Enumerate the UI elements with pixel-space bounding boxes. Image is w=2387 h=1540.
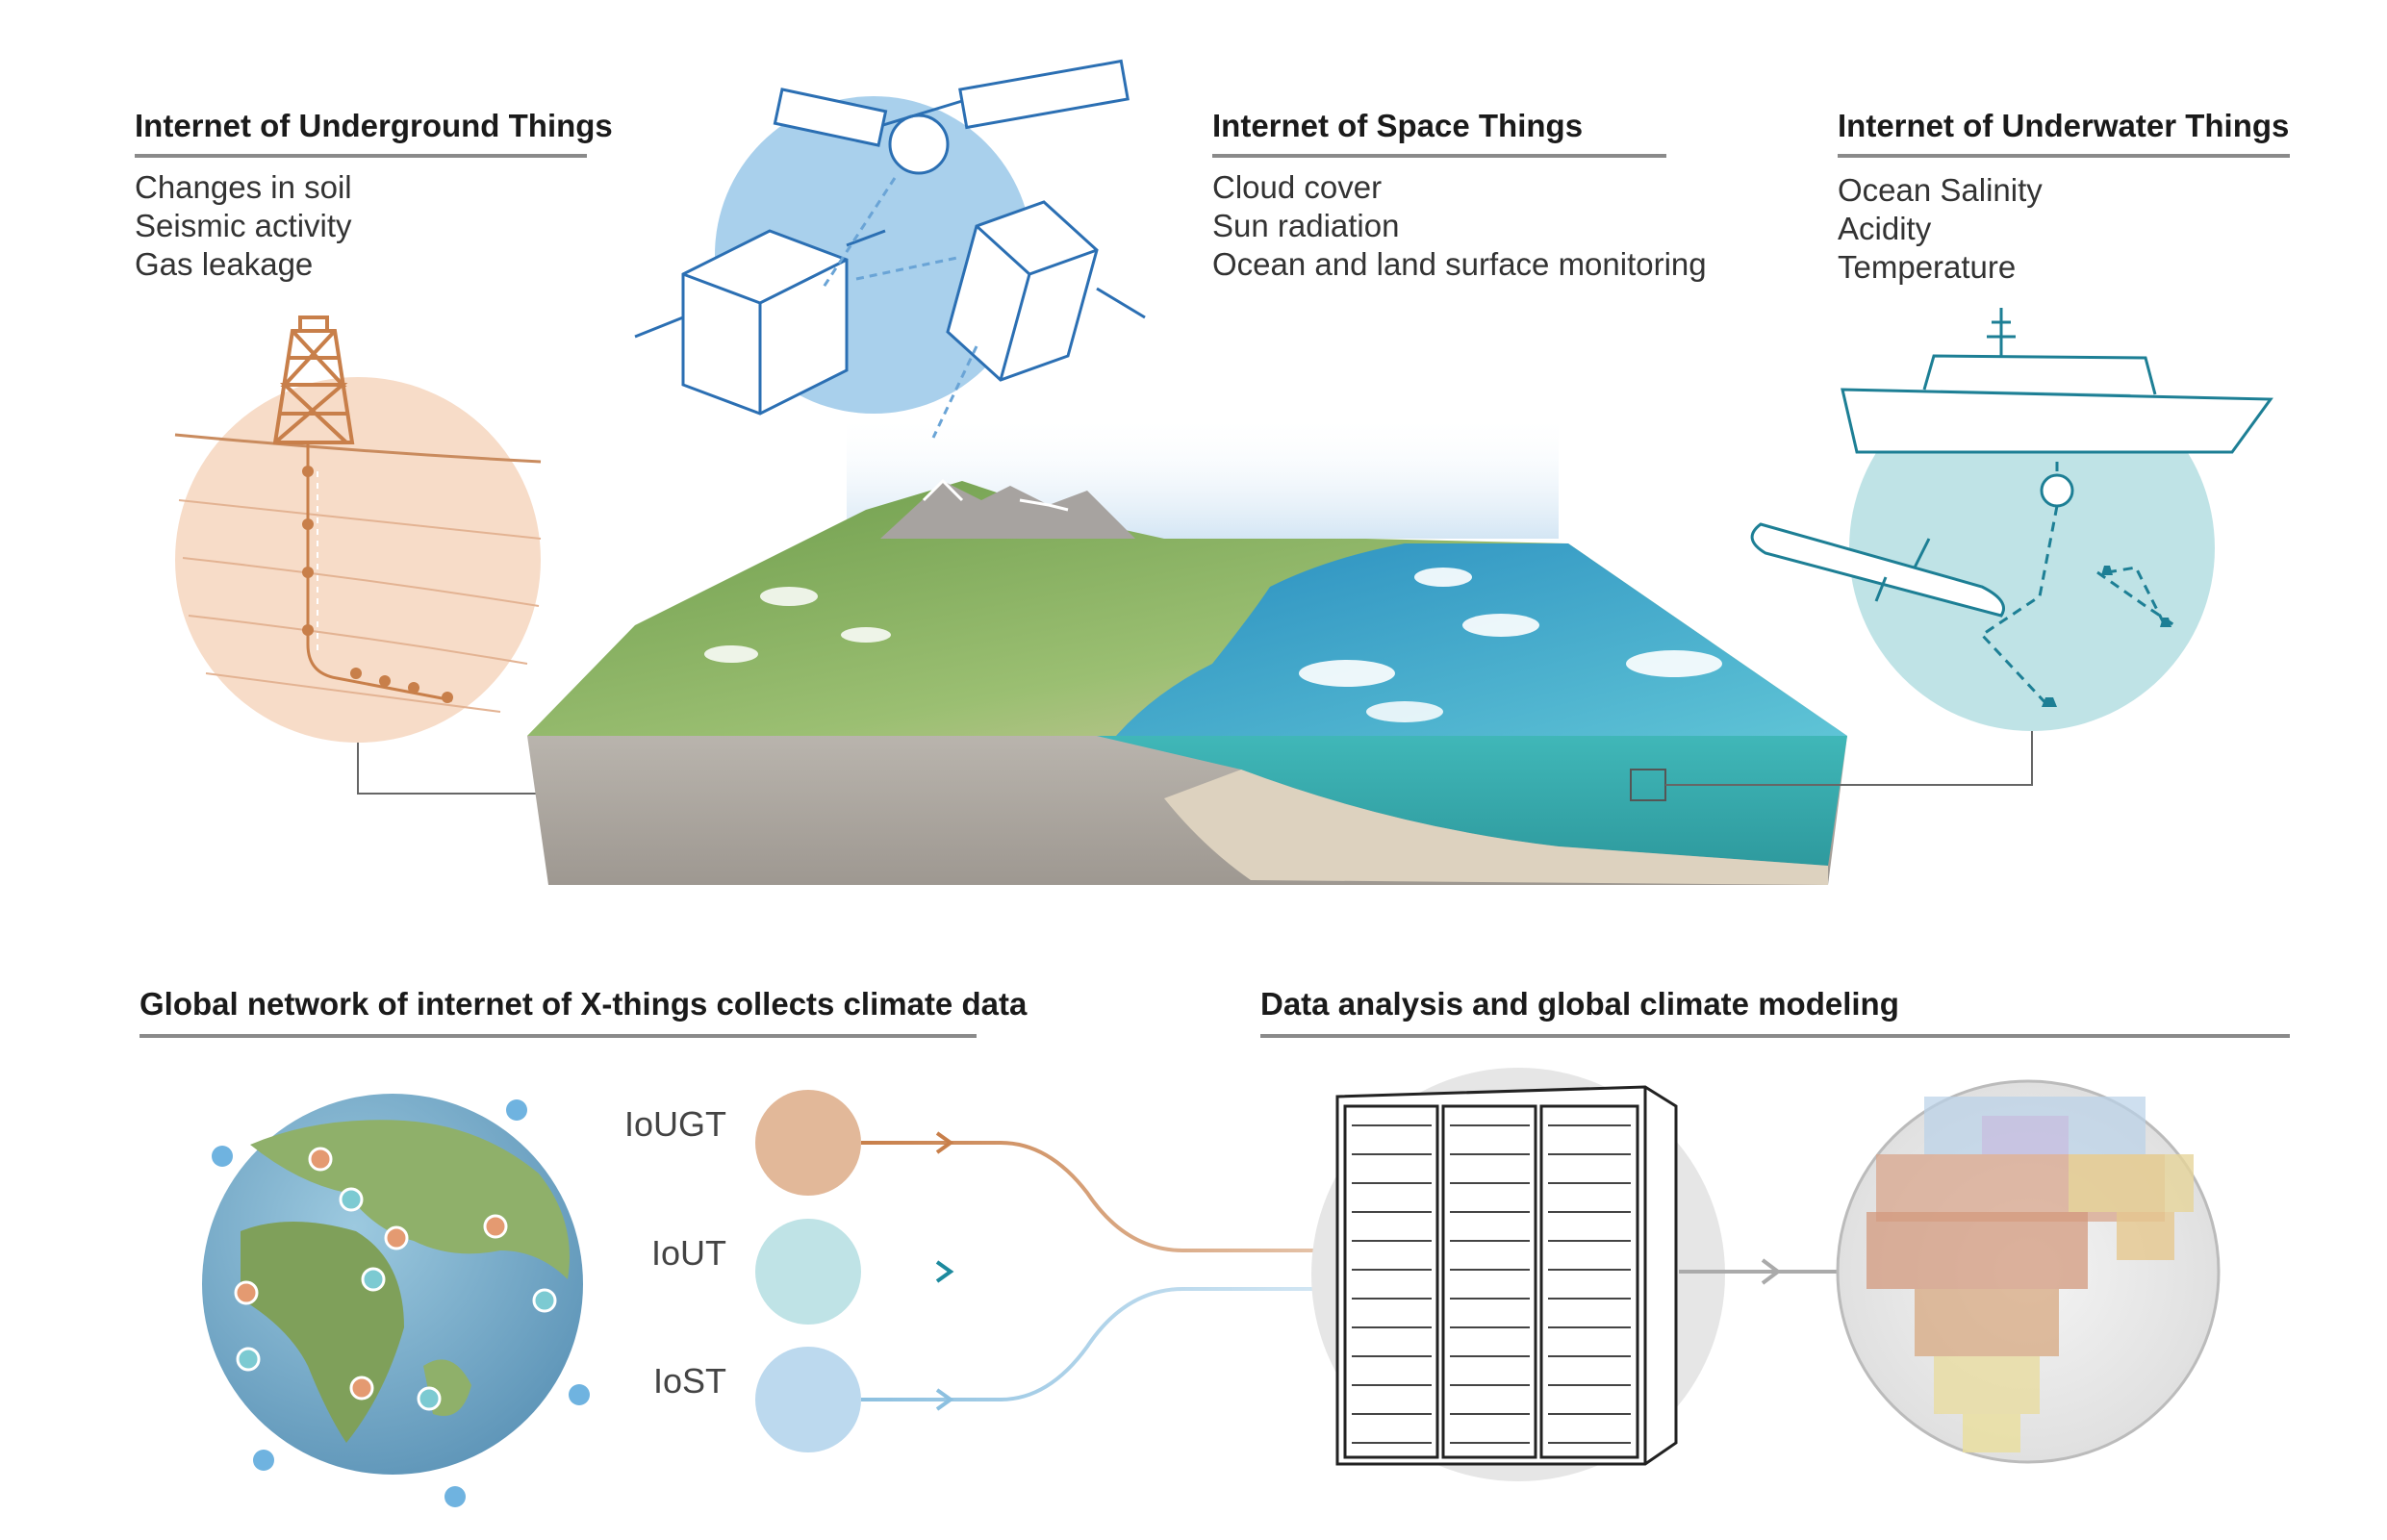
analysis-rule (1260, 1034, 2290, 1038)
ioUT-arrow-icon (935, 1260, 954, 1283)
cubesat-left-icon (634, 229, 886, 416)
underwater-title: Internet of Underwater Things (1838, 108, 2290, 143)
satellite-icon (773, 59, 1130, 175)
climate-model-globe (1836, 1079, 2221, 1464)
ioST-arrow-icon (935, 1388, 954, 1411)
underwater-item: Temperature (1838, 249, 2017, 285)
ioUT-circle (755, 1219, 861, 1325)
underwater-sensor-network (1979, 462, 2175, 709)
ship-icon (1841, 308, 2273, 454)
earth-sensor-markers (234, 1147, 557, 1411)
satellite-links (821, 177, 978, 439)
space-item: Cloud cover (1212, 169, 1383, 205)
server-rack-icon (1311, 1068, 1725, 1481)
ioUGT-label: IoUGT (623, 1104, 726, 1144)
underground-item: Gas leakage (135, 246, 314, 282)
oil-derrick-icon (272, 316, 355, 444)
ioUGT-circle (755, 1090, 861, 1196)
global-network-rule (140, 1034, 977, 1038)
underwater-item: Ocean Salinity (1838, 172, 2043, 208)
terrain-block (527, 478, 1847, 885)
underground-item: Seismic activity (135, 208, 352, 243)
ioST-circle (755, 1347, 861, 1452)
space-item: Ocean and land surface monitoring (1212, 246, 1707, 282)
analysis-title: Data analysis and global climate modelin… (1260, 986, 1899, 1022)
underwater-vehicle-icon (1750, 522, 2005, 618)
top-illustration (174, 59, 2273, 885)
underground-title: Internet of Underground Things (135, 108, 613, 143)
space-rule (1212, 154, 1666, 158)
underwater-item: Acidity (1838, 211, 1932, 246)
space-title: Internet of Space Things (1212, 108, 1584, 143)
underground-rule (135, 154, 587, 158)
orbit-sensor-markers (212, 1099, 590, 1507)
ioUGT-arrow-icon (935, 1131, 954, 1154)
ioUT-label: IoUT (650, 1233, 726, 1273)
underground-circle (174, 377, 542, 743)
underground-item: Changes in soil (135, 169, 352, 205)
underwater-circle (1849, 366, 2215, 731)
cubesat-right-icon (946, 200, 1146, 382)
underwater-connector (1665, 731, 2033, 786)
ioST-label: IoST (652, 1361, 726, 1401)
space-list: Cloud cover Sun radiation Ocean and land… (1212, 168, 1707, 284)
global-network-title: Global network of internet of X-things c… (140, 986, 1028, 1022)
underwater-rule (1838, 154, 2290, 158)
analysis-arrow-icon (1761, 1258, 1782, 1285)
underground-sensor-path (302, 442, 453, 703)
bottom-illustration (202, 1068, 2221, 1507)
earth-globe (202, 1094, 583, 1475)
ioST-flow-line (861, 1287, 1347, 1401)
ioUGT-flow-line (861, 1141, 1347, 1252)
underground-list: Changes in soil Seismic activity Gas lea… (135, 168, 352, 284)
space-item: Sun radiation (1212, 208, 1400, 243)
underwater-list: Ocean Salinity Acidity Temperature (1838, 171, 2043, 287)
